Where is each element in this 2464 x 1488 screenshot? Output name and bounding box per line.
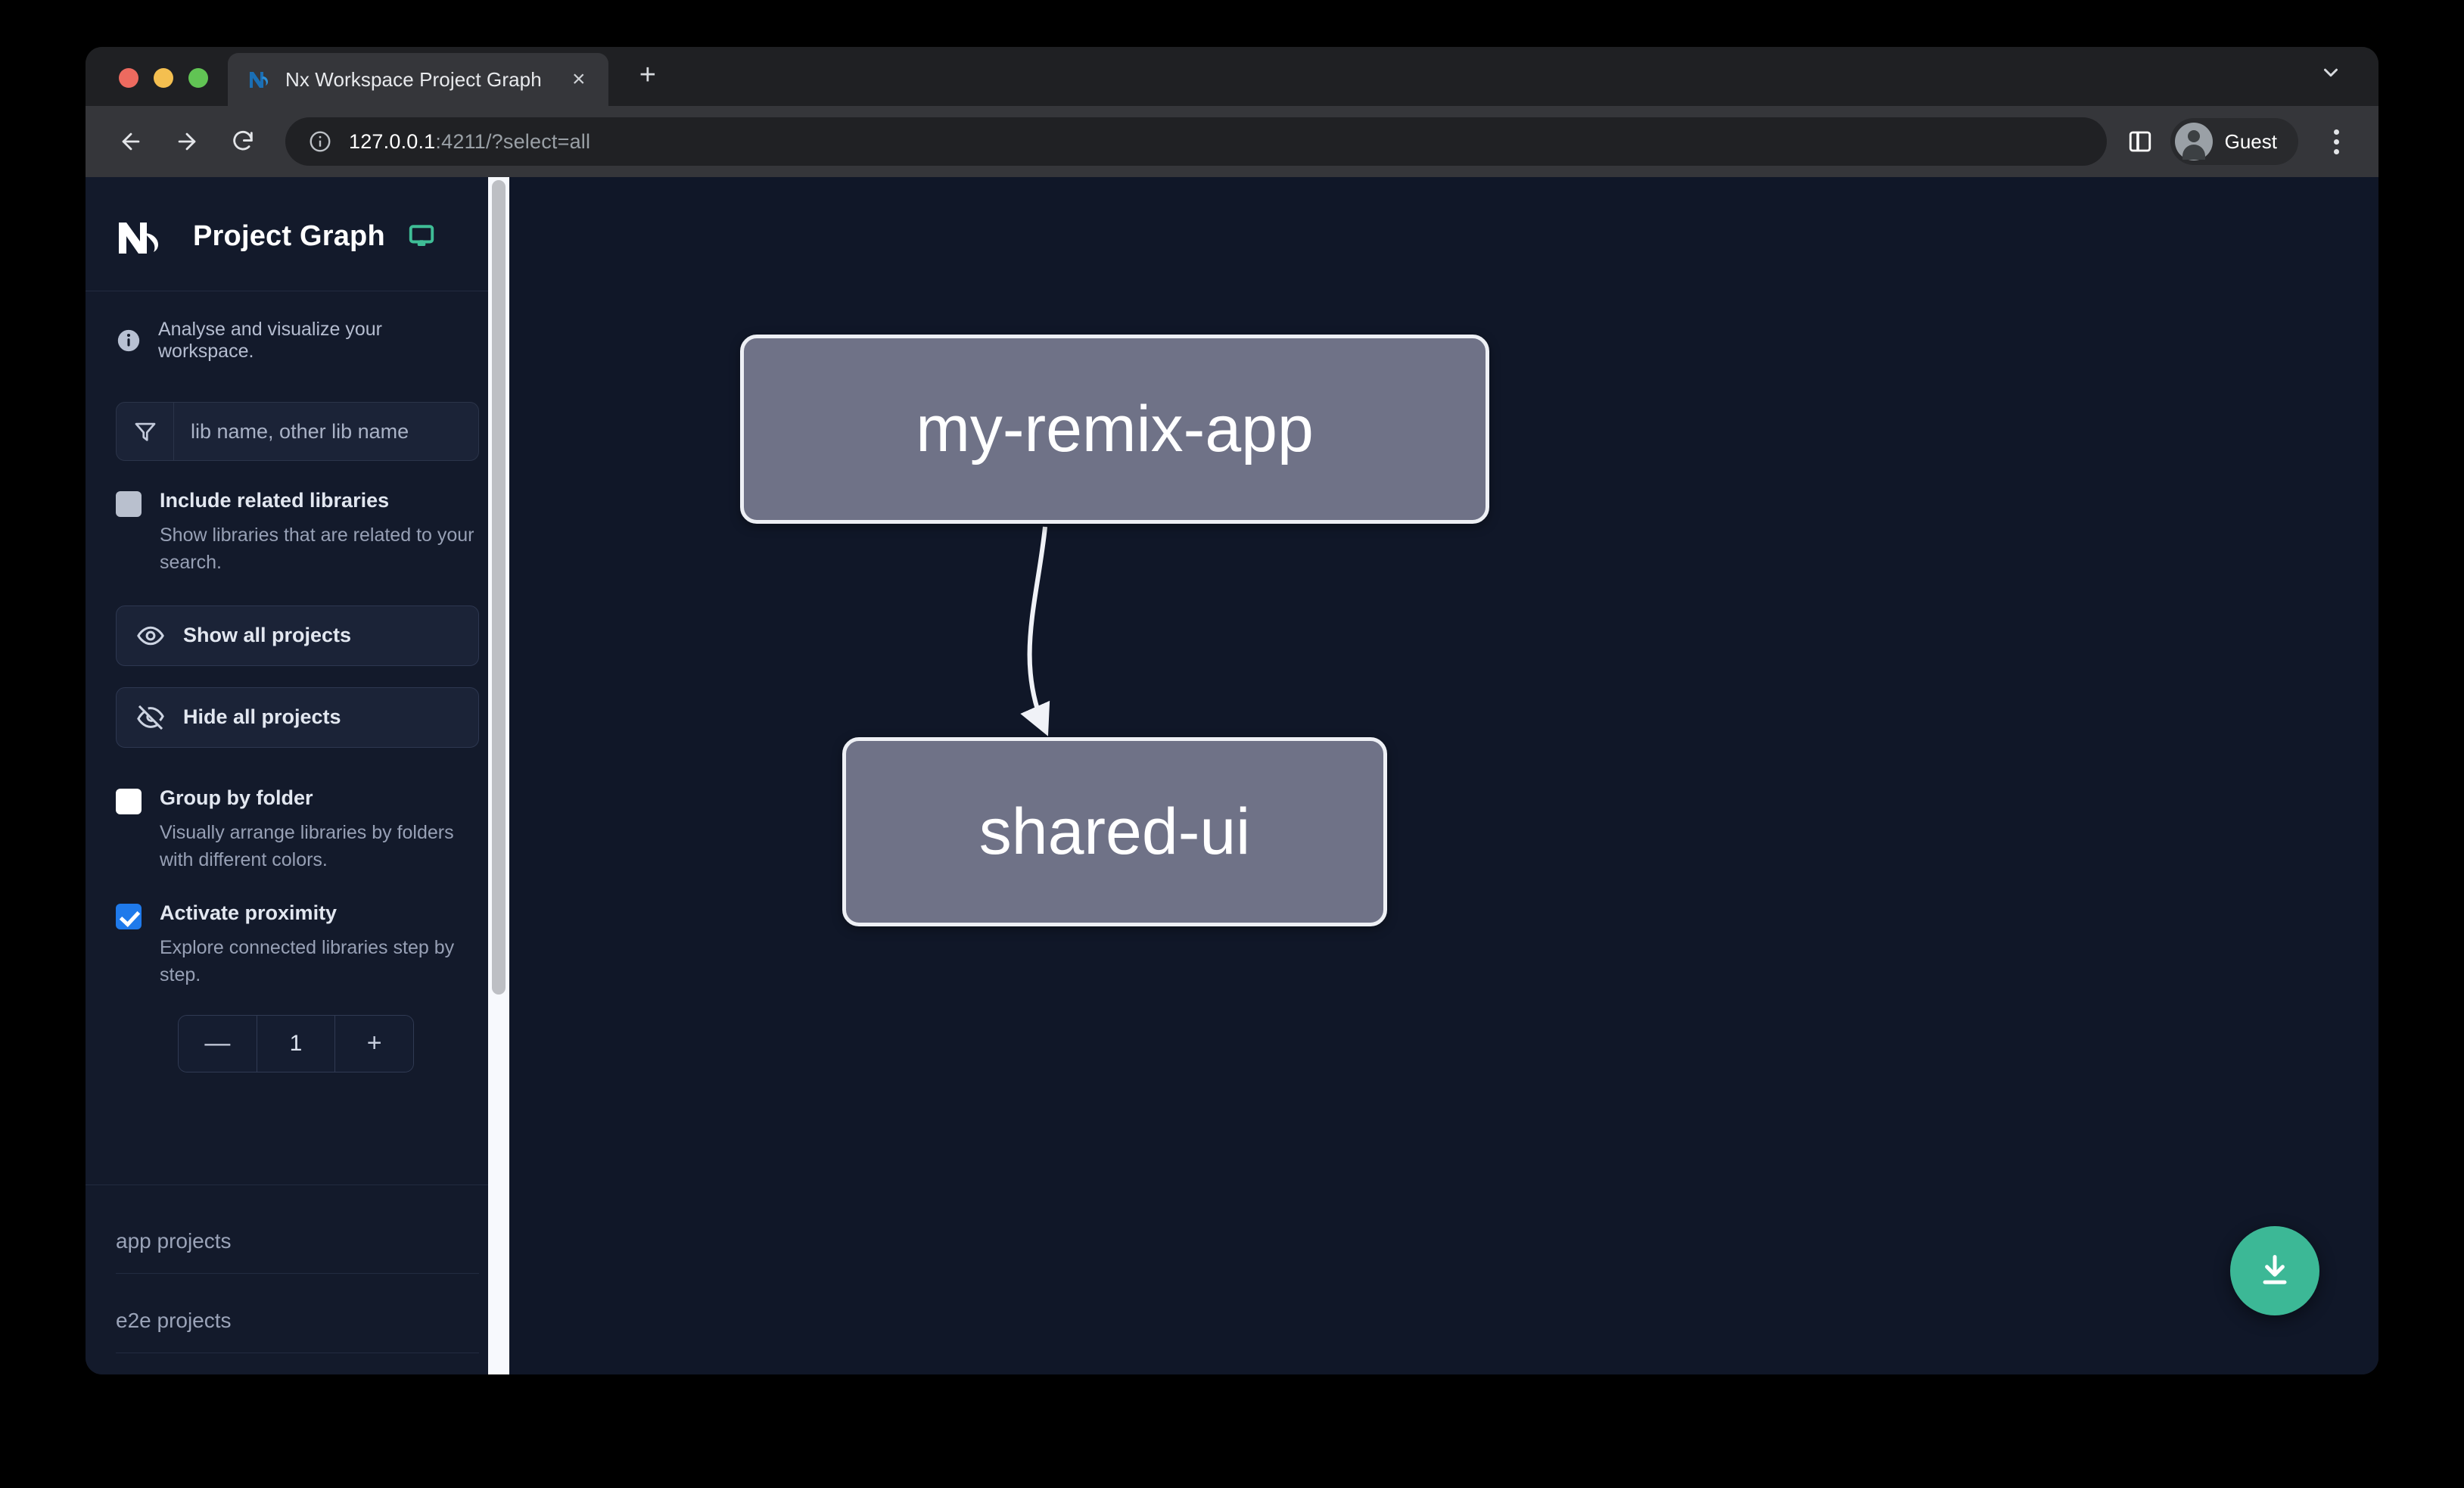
maximize-window-button[interactable] — [188, 68, 208, 88]
proximity-increment-button[interactable]: + — [335, 1015, 413, 1072]
sidebar-group-app-projects[interactable]: app projects — [116, 1216, 479, 1274]
include-related-libraries-checkbox[interactable] — [116, 491, 142, 517]
show-all-projects-button[interactable]: Show all projects — [116, 605, 479, 666]
forward-arrow-icon[interactable] — [163, 117, 211, 166]
browser-window: Nx Workspace Project Graph × + 127.0.0.1… — [86, 47, 2378, 1374]
sidebar-header: Project Graph — [86, 177, 509, 291]
app-viewport: Project Graph Analyse and visualize your… — [86, 177, 2378, 1374]
nx-logo-icon — [116, 216, 170, 256]
site-info-circle-icon[interactable] — [308, 129, 332, 154]
monitor-icon[interactable] — [408, 223, 435, 250]
address-bar-host: 127.0.0.1 — [349, 129, 436, 153]
close-tab-button[interactable]: × — [572, 67, 586, 92]
checkbox-row-include-related-libraries[interactable]: Include related libraries — [116, 488, 479, 517]
minimize-window-button[interactable] — [154, 68, 173, 88]
address-bar-path: :4211/?select=all — [435, 129, 591, 153]
close-window-button[interactable] — [119, 68, 138, 88]
group-by-folder-description: Visually arrange libraries by folders wi… — [160, 821, 454, 870]
hide-all-projects-button[interactable]: Hide all projects — [116, 686, 479, 748]
kebab-menu-icon[interactable] — [2316, 129, 2356, 154]
project-group-list: app projects e2e projects — [86, 1184, 509, 1374]
filter-funnel-icon — [117, 403, 174, 460]
browser-tab-title: Nx Workspace Project Graph — [285, 67, 542, 91]
activate-proximity-description: Explore connected libraries step by step… — [160, 937, 455, 986]
activate-proximity-checkbox[interactable] — [116, 904, 142, 929]
graph-node-my-remix-app[interactable]: my-remix-app — [740, 335, 1489, 524]
sidebar-scrollbar[interactable] — [488, 177, 509, 1374]
avatar — [2174, 123, 2213, 160]
checkbox-row-activate-proximity[interactable]: Activate proximity — [116, 901, 479, 929]
hide-all-projects-label: Hide all projects — [183, 705, 341, 728]
download-icon — [2263, 1255, 2287, 1284]
page-title: Project Graph — [193, 219, 385, 252]
graph-node-label: shared-ui — [978, 795, 1251, 868]
include-related-libraries-description: Show libraries that are related to your … — [160, 525, 474, 574]
info-icon — [116, 328, 142, 353]
proximity-decrement-button[interactable]: — — [179, 1015, 257, 1072]
group-by-folder-label: Group by folder — [160, 786, 313, 809]
sidebar-tagline: Analyse and visualize your workspace. — [86, 291, 509, 385]
include-related-libraries-label: Include related libraries — [160, 489, 390, 512]
sidebar-scrollbar-thumb[interactable] — [492, 180, 506, 995]
proximity-value: 1 — [256, 1015, 336, 1072]
tab-search-chevron-down-icon[interactable] — [2319, 61, 2342, 89]
search-input[interactable] — [174, 403, 478, 460]
back-arrow-icon[interactable] — [107, 117, 155, 166]
sidebar-scroll-region: Include related libraries Show libraries… — [86, 385, 509, 1184]
proximity-stepper: — 1 + — [178, 1014, 414, 1072]
profile-name: Guest — [2224, 129, 2277, 153]
show-all-projects-label: Show all projects — [183, 624, 352, 646]
edge-my-remix-app-to-shared-ui — [1020, 526, 1050, 736]
download-button[interactable] — [2230, 1226, 2319, 1315]
nx-logo-favicon-icon — [247, 67, 272, 92]
side-panel-icon[interactable] — [2126, 128, 2154, 155]
address-bar[interactable]: 127.0.0.1:4211/?select=all — [285, 117, 2107, 166]
checkbox-row-group-by-folder[interactable]: Group by folder — [116, 786, 479, 814]
sidebar-tagline-text: Analyse and visualize your workspace. — [158, 319, 382, 362]
filter-search-box[interactable] — [116, 402, 479, 461]
group-by-folder-checkbox[interactable] — [116, 788, 142, 814]
new-tab-button[interactable]: + — [639, 59, 656, 91]
address-bar-url: 127.0.0.1:4211/?select=all — [349, 130, 590, 154]
activate-proximity-label: Activate proximity — [160, 901, 338, 924]
profile-button[interactable]: Guest — [2170, 118, 2298, 165]
graph-node-shared-ui[interactable]: shared-ui — [842, 737, 1387, 926]
graph-node-label: my-remix-app — [916, 392, 1314, 465]
browser-tab-strip: Nx Workspace Project Graph × + — [86, 47, 2378, 106]
reload-icon[interactable] — [219, 117, 267, 166]
browser-toolbar: 127.0.0.1:4211/?select=all Guest — [86, 106, 2378, 177]
window-traffic-lights — [86, 68, 228, 106]
sidebar: Project Graph Analyse and visualize your… — [86, 177, 509, 1374]
project-graph-canvas[interactable]: my-remix-app shared-ui — [509, 177, 2378, 1374]
browser-tab[interactable]: Nx Workspace Project Graph × — [228, 53, 608, 106]
sidebar-group-e2e-projects[interactable]: e2e projects — [116, 1295, 479, 1353]
